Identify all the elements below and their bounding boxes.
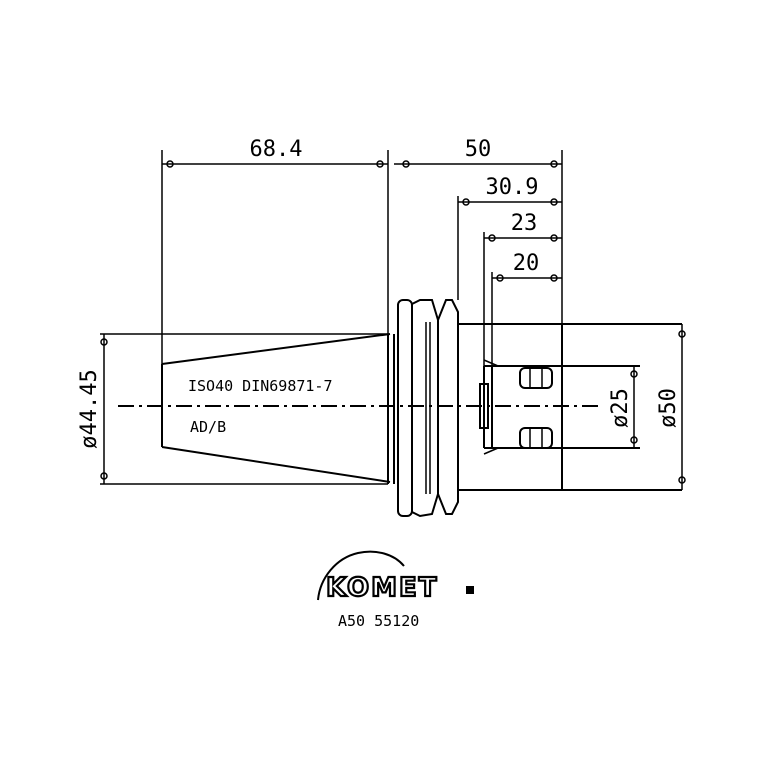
body	[458, 323, 682, 491]
dimension-30-9-label: 30.9	[486, 175, 539, 200]
komet-logo: KOMET	[317, 550, 474, 604]
form-label: AD/B	[190, 418, 226, 436]
dimension-dia-25-label: ø25	[608, 388, 633, 428]
dimension-23-label: 23	[511, 211, 538, 236]
dimension-68-4-label: 68.4	[250, 137, 303, 162]
dimension-20-label: 20	[513, 251, 540, 276]
dimension-dia-50: ø50	[656, 324, 686, 490]
standard-label: ISO40 DIN69871-7	[188, 377, 333, 395]
flange	[397, 299, 459, 518]
logo-dot	[466, 586, 474, 594]
dimension-50: 50	[394, 137, 563, 324]
dimension-dia-50-label: ø50	[656, 388, 681, 428]
dimension-23: 23	[483, 211, 562, 366]
dimension-dia-44-45-label: ø44.45	[77, 369, 102, 448]
dimension-dia-44-45: ø44.45	[77, 333, 388, 485]
dimension-30-9: 30.9	[457, 175, 562, 300]
part-code: A50 55120	[338, 612, 419, 630]
logo-wordmark: KOMET	[326, 573, 438, 603]
taper-shank	[161, 333, 395, 484]
dimension-20: 20	[491, 251, 562, 366]
dimension-dia-25: ø25	[608, 366, 638, 448]
dimension-50-label: 50	[465, 137, 492, 162]
dimension-68-4: 68.4	[161, 137, 389, 364]
